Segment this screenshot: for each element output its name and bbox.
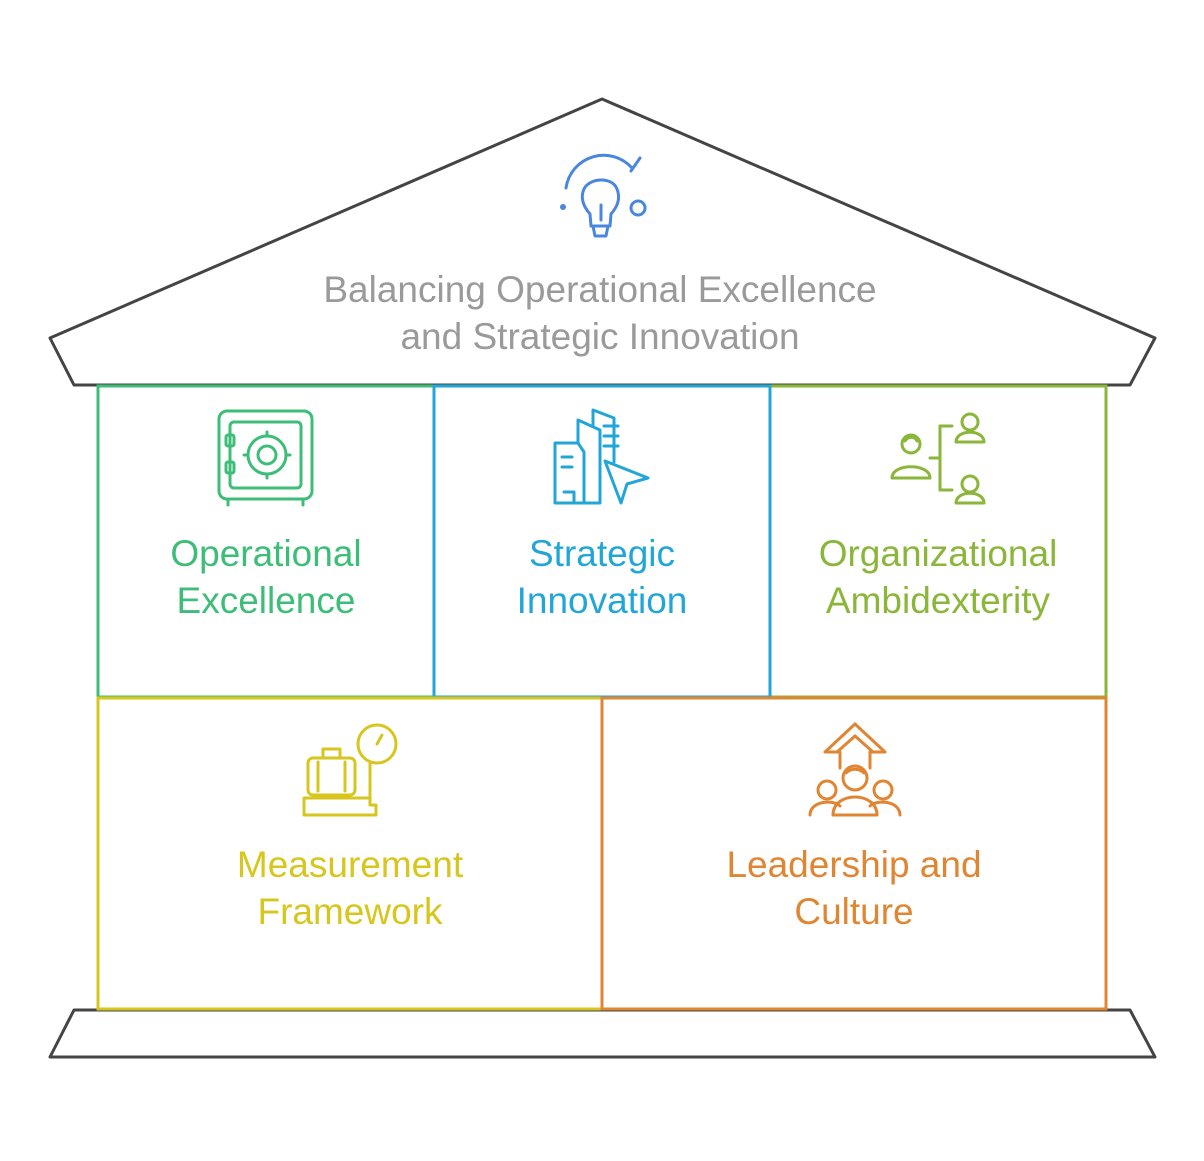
safe-icon bbox=[217, 409, 314, 507]
label-leadership-culture-line-2: Culture bbox=[794, 891, 914, 932]
label-leadership-culture-line-1: Leadership and bbox=[726, 844, 982, 885]
page-title-line-1: Balancing Operational Excellence bbox=[323, 269, 877, 310]
label-organizational-ambidexterity-line-1: Organizational bbox=[818, 533, 1058, 574]
label-operational-excellence-line-1: Operational bbox=[170, 533, 362, 574]
label-measurement-framework-line-1: Measurement bbox=[236, 844, 464, 885]
base bbox=[48, 1008, 1157, 1059]
luggage-scale-icon bbox=[302, 723, 398, 817]
lightbulb-icon bbox=[560, 153, 647, 238]
label-organizational-ambidexterity-line-2: Ambidexterity bbox=[825, 580, 1051, 621]
label-measurement-framework-line-2: Framework bbox=[257, 891, 443, 932]
page-title-line-2: and Strategic Innovation bbox=[400, 316, 800, 357]
block-leadership-culture bbox=[600, 696, 1108, 1011]
org-chart-people-icon bbox=[890, 412, 986, 505]
label-operational-excellence-line-2: Excellence bbox=[176, 580, 356, 621]
label-strategic-innovation-line-1: Strategic bbox=[528, 533, 675, 574]
team-growth-icon bbox=[808, 722, 902, 817]
label-strategic-innovation-line-2: Innovation bbox=[516, 580, 688, 621]
city-cursor-icon bbox=[553, 408, 650, 505]
